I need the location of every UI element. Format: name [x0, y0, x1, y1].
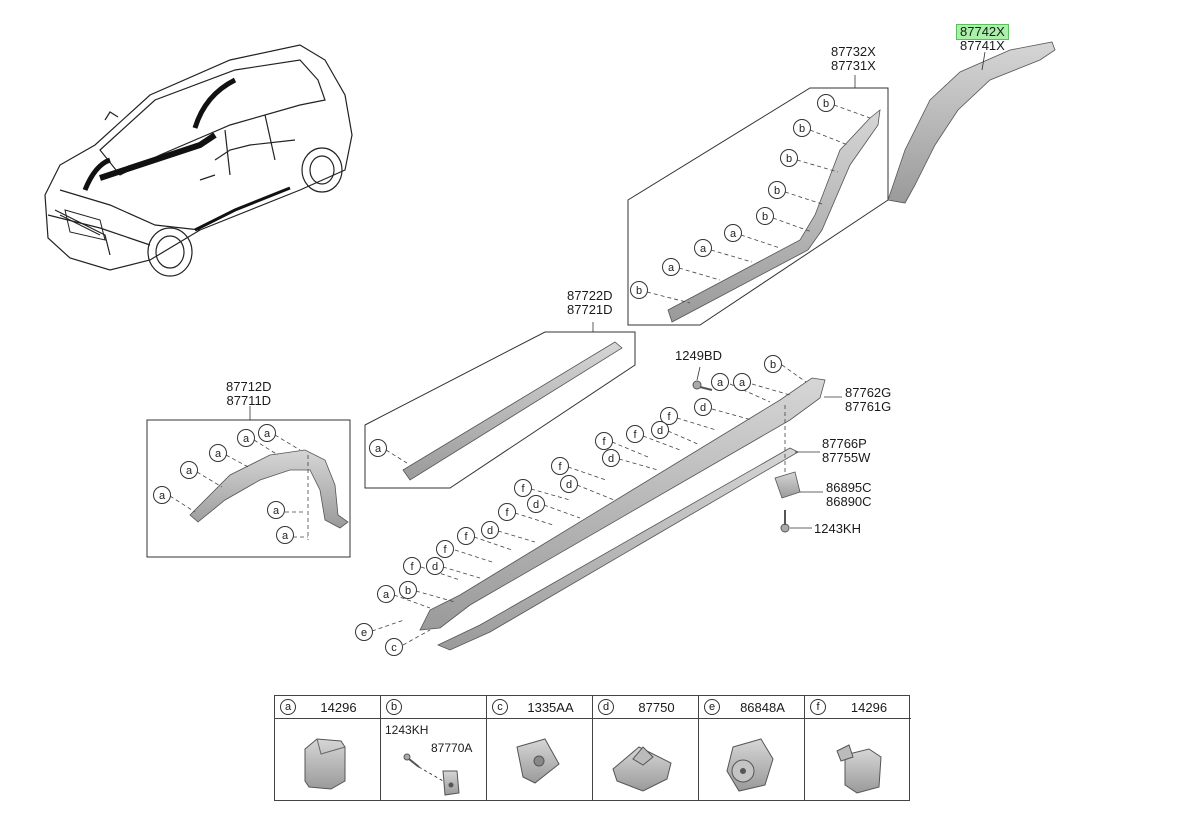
svg-text:a: a [739, 377, 746, 389]
partno-87732X-87731X[interactable]: 87732X 87731X [831, 44, 876, 73]
svg-text:b: b [770, 359, 776, 371]
part-front-door-molding[interactable] [402, 341, 623, 481]
svg-text:b: b [823, 98, 829, 110]
svg-text:a: a [375, 443, 382, 455]
legend-code-a: 14296 [320, 700, 357, 715]
svg-text:a: a [186, 465, 193, 477]
svg-text:f: f [633, 429, 637, 441]
clip-14296-icon [304, 738, 346, 790]
svg-text:a: a [700, 243, 707, 255]
screw-and-clip-icon [403, 753, 460, 796]
svg-text:a: a [730, 228, 737, 240]
svg-text:f: f [505, 507, 509, 519]
svg-text:b: b [762, 211, 768, 223]
svg-text:b: b [799, 123, 805, 135]
legend-code-c: 1335AA [527, 700, 574, 715]
svg-text:a: a [243, 433, 250, 445]
legend-code-f: 14296 [850, 700, 888, 715]
grommet-86848A-icon [726, 738, 774, 792]
svg-text:f: f [464, 531, 468, 543]
part-front-wheel-arch-molding[interactable] [189, 449, 349, 529]
svg-text:a: a [383, 589, 390, 601]
svg-text:d: d [432, 561, 438, 573]
box-front-wheel-arch-molding [146, 419, 351, 558]
svg-text:f: f [667, 411, 671, 423]
part-number-leaders [249, 75, 856, 529]
svg-text:d: d [608, 453, 614, 465]
svg-text:a: a [215, 448, 222, 460]
part-bracket[interactable] [774, 471, 801, 499]
legend-col-b[interactable]: b 1243KH 87770A [381, 696, 487, 800]
svg-text:a: a [668, 262, 675, 274]
svg-text:f: f [443, 544, 447, 556]
screw-1249BD[interactable] [692, 380, 713, 391]
svg-text:f: f [602, 436, 606, 448]
clip-87750-icon [612, 746, 672, 792]
partno-87741X[interactable]: 87741X [960, 38, 1005, 53]
svg-text:b: b [405, 585, 411, 597]
svg-text:b: b [774, 185, 780, 197]
box-front-door-molding [364, 331, 636, 489]
partno-87712D-87711D[interactable]: 87712D 87711D [226, 379, 272, 408]
svg-text:a: a [282, 530, 289, 542]
svg-text:b: b [786, 153, 792, 165]
svg-text:a: a [159, 490, 166, 502]
partno-87762G-87761G[interactable]: 87762G 87761G [845, 385, 892, 414]
svg-text:f: f [558, 461, 562, 473]
legend-b-screw-code: 1243KH [385, 723, 429, 737]
partno-1249BD[interactable]: 1249BD [675, 348, 722, 363]
partno-86895C-86890C[interactable]: 86895C 86890C [826, 480, 872, 509]
svg-text:a: a [273, 505, 280, 517]
part-side-sill-molding[interactable] [419, 377, 826, 631]
svg-text:a: a [717, 377, 724, 389]
box-rear-door-molding [627, 87, 889, 326]
svg-text:f: f [521, 483, 525, 495]
svg-text:d: d [700, 402, 706, 414]
partno-87742X: 87742X [960, 24, 1005, 39]
svg-text:d: d [533, 499, 539, 511]
svg-text:e: e [361, 627, 367, 639]
partno-1243KH[interactable]: 1243KH [814, 521, 861, 536]
leader-lines [169, 104, 871, 646]
svg-text:b: b [636, 285, 642, 297]
vehicle-molding-highlight [82, 77, 291, 232]
partno-87742X-87741X[interactable]: 87742X [956, 24, 1009, 40]
part-rear-wheel-arch-molding[interactable] [887, 41, 1056, 204]
clip-1335AA-icon [516, 738, 560, 784]
partno-87722D-87721D[interactable]: 87722D 87721D [567, 288, 613, 317]
legend-code-d: 87750 [638, 700, 675, 715]
part-rear-door-molding[interactable] [667, 109, 881, 323]
partno-87766P-87755W[interactable]: 87766P 87755W [822, 436, 871, 465]
legend-code-e: 86848A [740, 700, 785, 715]
vehicle-illustration [44, 44, 353, 277]
svg-text:f: f [410, 561, 414, 573]
screw-1243KH[interactable] [780, 510, 790, 533]
letter-callouts: b b b b b a a a b a a a a a a a a b a a … [153, 94, 835, 656]
svg-text:d: d [487, 525, 493, 537]
part-side-sill-lower[interactable] [437, 447, 799, 651]
svg-text:a: a [264, 428, 271, 440]
svg-text:d: d [657, 425, 663, 437]
svg-text:c: c [391, 642, 397, 654]
legend-b-clip-code: 87770A [431, 741, 473, 755]
svg-text:d: d [566, 479, 572, 491]
clip-14296-f-icon [836, 744, 882, 794]
